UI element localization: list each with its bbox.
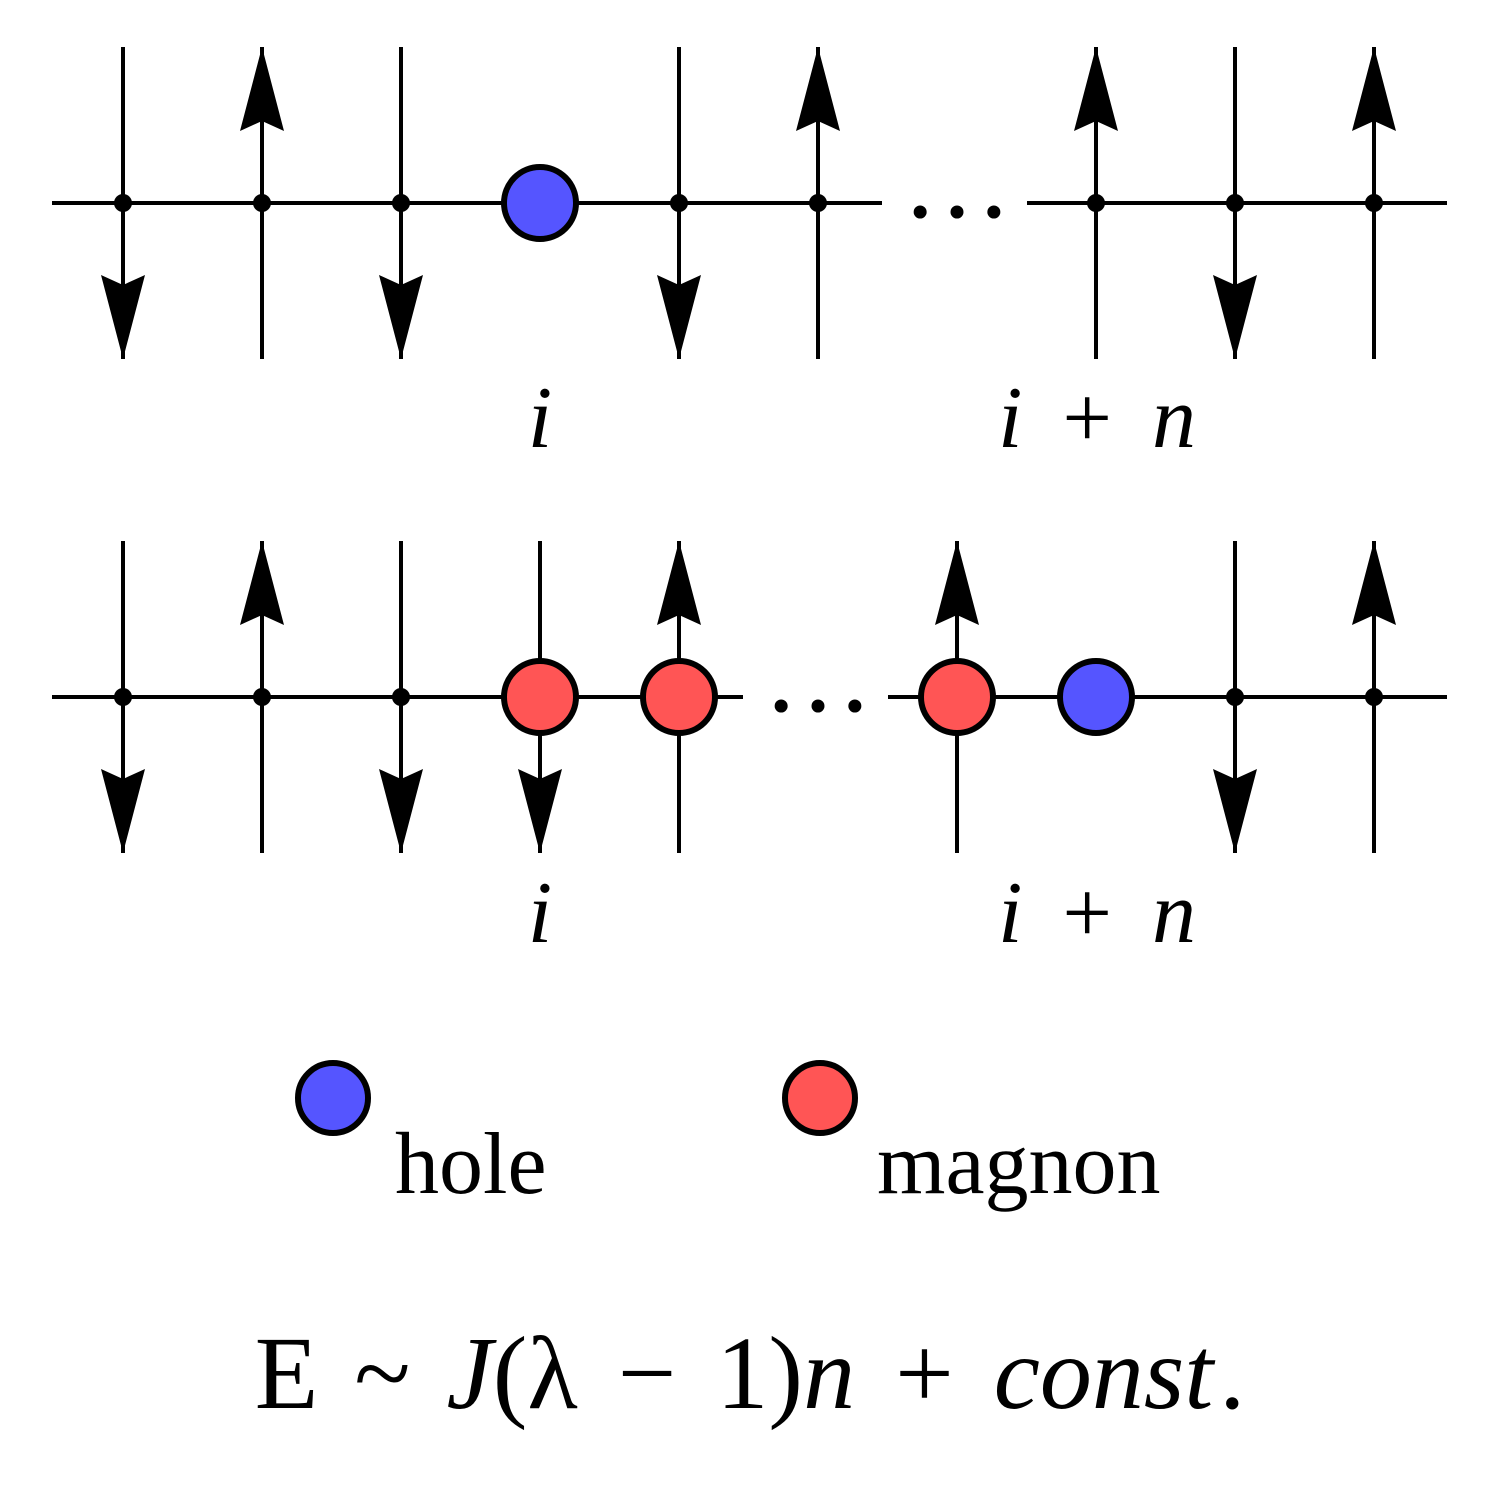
legend: hole magnon <box>295 1060 1161 1213</box>
spin-up-arrow-icon <box>240 47 284 131</box>
formula-paren-lambda: (λ <box>493 1316 578 1431</box>
site-label-i-plus-n-bottom: i + n <box>998 865 1196 962</box>
ellipsis: … <box>902 119 1012 241</box>
spin-up-arrow-icon <box>1352 47 1396 131</box>
formula-n: n <box>803 1316 855 1431</box>
spin-down-arrow-icon <box>379 769 423 853</box>
spin-up-arrow-icon <box>935 541 979 625</box>
legend-hole-marker <box>295 1060 371 1136</box>
spin-down-arrow-icon <box>1213 275 1257 359</box>
spin-up-arrow-icon <box>657 541 701 625</box>
site-dot <box>392 688 410 706</box>
magnon-marker <box>918 658 996 736</box>
ellipsis: … <box>763 613 873 735</box>
formula-minus: − <box>618 1316 677 1431</box>
site-dot <box>1087 194 1105 212</box>
legend-magnon-label: magnon <box>877 1116 1161 1213</box>
label-plus: + <box>1062 865 1112 962</box>
spin-up-arrow-icon <box>1352 541 1396 625</box>
energy-formula: E ~ J(λ − 1)n + const. <box>255 1316 1246 1431</box>
legend-hole-label: hole <box>395 1116 547 1213</box>
hole-marker <box>501 164 579 242</box>
site-dot <box>253 194 271 212</box>
spin-down-arrow-icon <box>518 769 562 853</box>
site-dot <box>809 194 827 212</box>
site-dot <box>1365 688 1383 706</box>
spin-down-arrow-icon <box>101 769 145 853</box>
magnon-marker <box>640 658 718 736</box>
site-dot <box>392 194 410 212</box>
site-dot <box>670 194 688 212</box>
formula-sim: ~ <box>354 1316 410 1431</box>
site-dot <box>1226 194 1244 212</box>
spin-up-arrow-icon <box>1074 47 1118 131</box>
label-plus: + <box>1062 370 1112 467</box>
formula-plus: + <box>895 1316 954 1431</box>
spin-down-arrow-icon <box>657 275 701 359</box>
spin-down-arrow-icon <box>1213 769 1257 853</box>
label-n: n <box>1152 865 1196 962</box>
spin-chain-bottom: … <box>52 541 1447 853</box>
hole-marker <box>1057 658 1135 736</box>
label-n: n <box>1152 370 1196 467</box>
spin-chain-top: … <box>52 47 1447 359</box>
site-dot <box>1365 194 1383 212</box>
site-label-i-bottom: i <box>528 865 552 962</box>
site-label-i-plus-n-top: i + n <box>998 370 1196 467</box>
formula-one-close: 1) <box>716 1316 803 1431</box>
formula-J: J <box>447 1316 498 1431</box>
site-dot <box>253 688 271 706</box>
label-i: i <box>998 865 1022 962</box>
formula-E: E <box>255 1316 319 1431</box>
spin-down-arrow-icon <box>101 275 145 359</box>
spin-down-arrow-icon <box>379 275 423 359</box>
formula-const: const <box>994 1316 1216 1431</box>
label-i: i <box>998 370 1022 467</box>
site-dot <box>114 688 132 706</box>
site-label-i-top: i <box>528 370 552 467</box>
legend-magnon-marker <box>782 1060 858 1136</box>
spin-up-arrow-icon <box>240 541 284 625</box>
site-dot <box>114 194 132 212</box>
formula-dot: . <box>1219 1316 1245 1431</box>
magnon-marker <box>501 658 579 736</box>
site-dot <box>1226 688 1244 706</box>
spin-up-arrow-icon <box>796 47 840 131</box>
